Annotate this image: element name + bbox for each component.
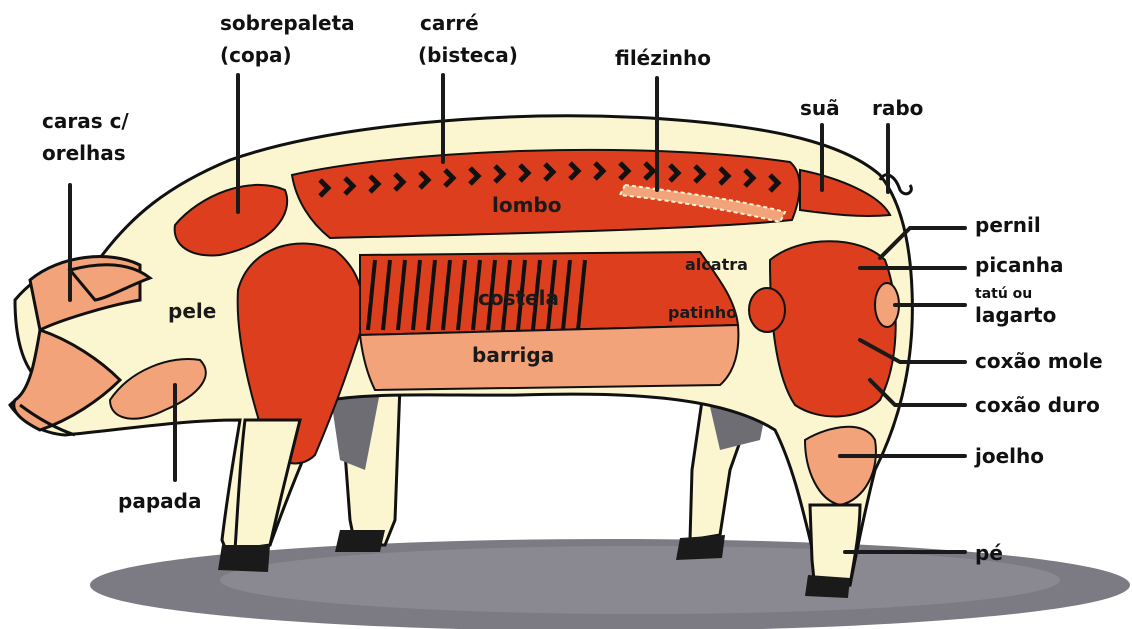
near-front-hoof — [218, 545, 270, 572]
label-alcatra: alcatra — [685, 255, 748, 274]
label-barriga: barriga — [472, 343, 554, 367]
label-caras: caras c/ — [42, 109, 129, 133]
label-lagarto: lagarto — [975, 303, 1056, 327]
cut-patinho — [749, 288, 785, 332]
label-costela: costela — [478, 286, 559, 310]
label-carre: carré — [420, 11, 479, 35]
near-hind-hoof — [805, 575, 850, 598]
label-coxao-duro: coxão duro — [975, 393, 1100, 417]
label-filezinho: filézinho — [615, 46, 711, 70]
label-bisteca: (bisteca) — [418, 43, 518, 67]
label-pele: pele — [168, 299, 216, 323]
label-joelho: joelho — [974, 444, 1044, 468]
label-coxao-mole: coxão mole — [975, 349, 1103, 373]
label-copa: (copa) — [220, 43, 292, 67]
far-hind-hoof — [676, 535, 725, 560]
label-papada: papada — [118, 489, 201, 513]
label-rabo: rabo — [872, 96, 923, 120]
label-sobrepaleta: sobrepaleta — [220, 11, 355, 35]
ground-shadow-inner — [220, 546, 1060, 614]
label-orelhas: orelhas — [42, 141, 126, 165]
far-front-hoof — [335, 530, 385, 552]
label-tatu-ou: tatú ou — [975, 286, 1032, 302]
label-pernil: pernil — [975, 213, 1041, 237]
label-picanha: picanha — [975, 253, 1064, 277]
label-lombo: lombo — [492, 193, 562, 217]
label-pe: pé — [975, 541, 1003, 565]
label-sua: suã — [800, 96, 840, 120]
label-patinho: patinho — [668, 303, 737, 322]
